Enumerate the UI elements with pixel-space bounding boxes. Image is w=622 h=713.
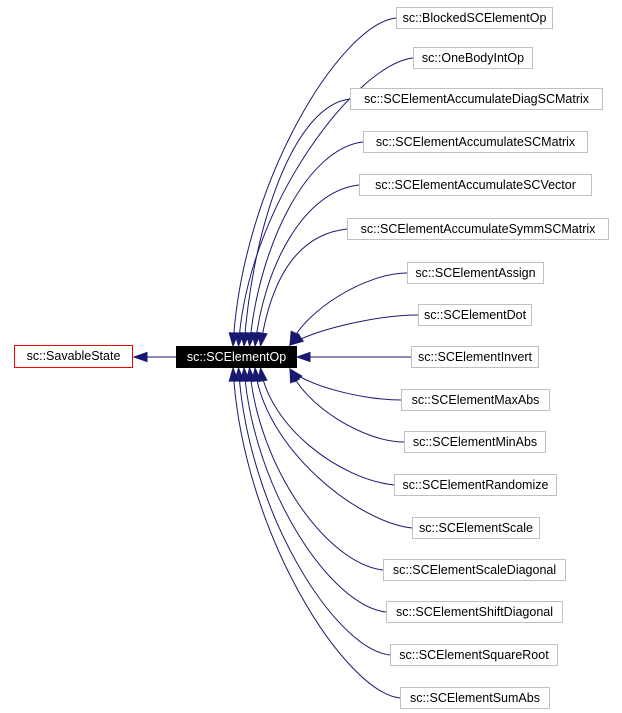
inheritance-edge xyxy=(243,367,387,613)
inheritance-edge xyxy=(243,98,351,347)
inheritance-edge xyxy=(289,314,419,346)
inheritance-edge xyxy=(238,367,391,656)
inheritance-arrowhead-icon xyxy=(289,367,300,384)
node-sc-scelementscale[interactable]: sc::SCElementScale xyxy=(412,517,540,539)
inheritance-arrowhead-icon xyxy=(288,333,305,346)
inheritance-arrowhead-icon xyxy=(132,351,148,363)
inheritance-edge xyxy=(249,141,364,347)
node-sc-scelementsumabs[interactable]: sc::SCElementSumAbs xyxy=(400,687,550,709)
inheritance-arrowhead-icon xyxy=(257,331,268,348)
node-sc-scelementrandomize[interactable]: sc::SCElementRandomize xyxy=(394,474,557,496)
inheritance-edge xyxy=(289,272,408,346)
node-sc-blockedscelementop[interactable]: sc::BlockedSCElementOp xyxy=(396,7,553,29)
inheritance-edge xyxy=(254,184,360,347)
node-sc-scelementassign[interactable]: sc::SCElementAssign xyxy=(407,262,544,284)
node-sc-scelementaccumulatediagscmatrix[interactable]: sc::SCElementAccumulateDiagSCMatrix xyxy=(350,88,603,110)
inheritance-arrowhead-icon xyxy=(228,366,239,382)
node-sc-scelementminabs[interactable]: sc::SCElementMinAbs xyxy=(404,431,546,453)
node-sc-scelementscalediagonal[interactable]: sc::SCElementScaleDiagonal xyxy=(383,559,566,581)
node-sc-scelementaccumulatescvector[interactable]: sc::SCElementAccumulateSCVector xyxy=(359,174,592,196)
node-sc-scelementshiftdiagonal[interactable]: sc::SCElementShiftDiagonal xyxy=(386,601,563,623)
inheritance-edge xyxy=(289,368,402,401)
node-sc-scelementaccumulatescmatrix[interactable]: sc::SCElementAccumulateSCMatrix xyxy=(363,131,588,153)
node-sc-scelementop[interactable]: sc::SCElementOp xyxy=(176,346,297,368)
inheritance-edge xyxy=(254,367,413,529)
inheritance-edge xyxy=(289,368,405,443)
node-sc-scelementmaxabs[interactable]: sc::SCElementMaxAbs xyxy=(401,389,550,411)
node-sc-scelementaccumulatesymmscmatrix[interactable]: sc::SCElementAccumulateSymmSCMatrix xyxy=(347,218,609,240)
inheritance-edge xyxy=(260,228,348,347)
node-sc-onebodyintop[interactable]: sc::OneBodyIntOp xyxy=(413,47,533,69)
inheritance-arrowhead-icon xyxy=(295,351,311,363)
inheritance-edge xyxy=(232,367,401,699)
inheritance-edge xyxy=(260,367,395,486)
inheritance-edge xyxy=(238,57,414,347)
inheritance-edge xyxy=(232,17,397,347)
node-sc-savablestate[interactable]: sc::SavableState xyxy=(14,345,133,368)
node-sc-scelementdot[interactable]: sc::SCElementDot xyxy=(418,304,532,326)
inheritance-edge xyxy=(249,367,384,571)
node-sc-scelementinvert[interactable]: sc::SCElementInvert xyxy=(411,346,539,368)
node-sc-scelementsquareroot[interactable]: sc::SCElementSquareRoot xyxy=(390,644,558,666)
